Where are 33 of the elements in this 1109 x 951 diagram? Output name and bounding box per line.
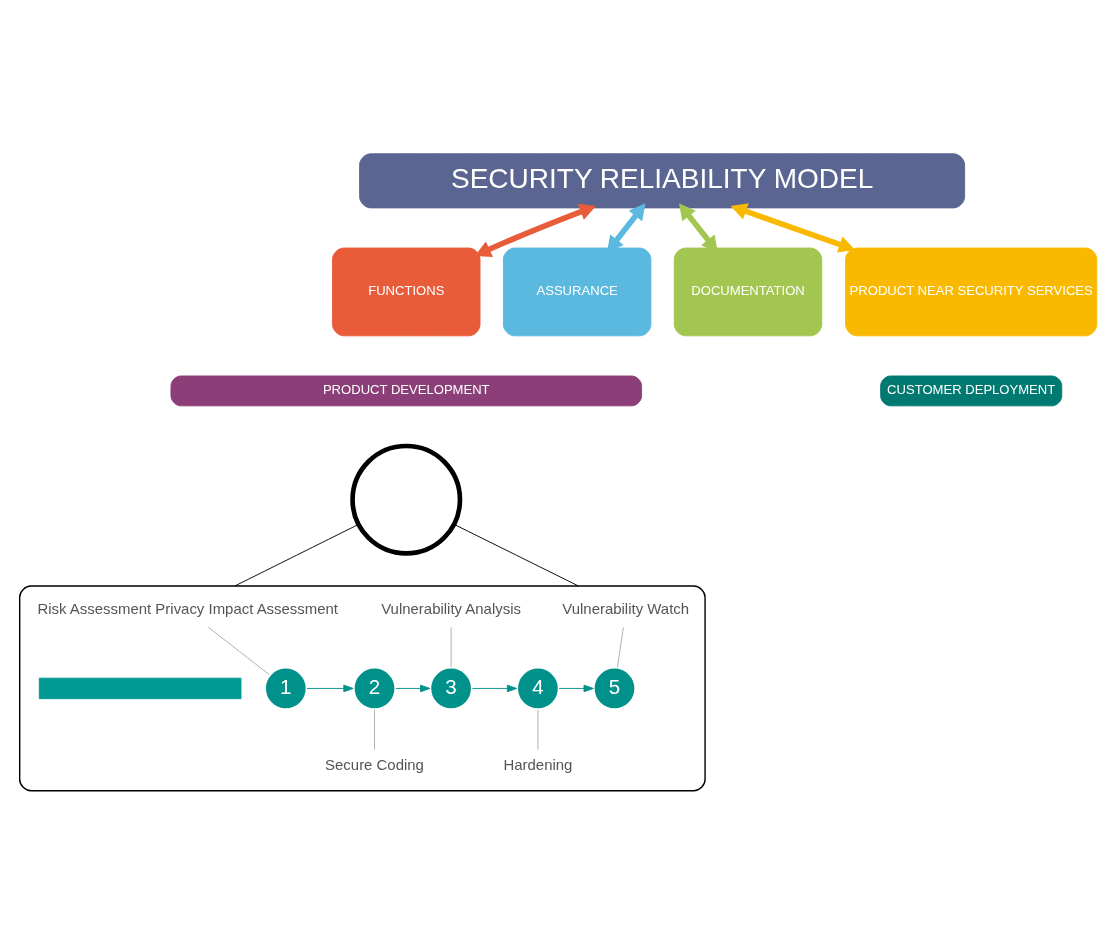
node-text: Hardening [503, 755, 573, 773]
connector [453, 523, 580, 587]
node-box: SECURITY RELIABILITY MODEL [359, 152, 966, 208]
node-box: PRODUCT NEAR SECURITY SERVICES [845, 247, 1098, 336]
node-circle: 1 [263, 665, 309, 711]
node-circle: 4 [515, 665, 561, 711]
node-circle: 2 [351, 665, 398, 711]
node-text: Risk Assessment Privacy Impact Assessment [37, 599, 339, 617]
node-text: Vulnerability Analysis [381, 599, 521, 617]
node-box: DOCUMENTATION [673, 247, 823, 336]
connector [537, 708, 539, 750]
node-bar [38, 677, 242, 699]
connector [450, 626, 452, 668]
arrow [395, 684, 431, 692]
arrow [474, 203, 597, 257]
node-circle [350, 443, 463, 556]
arrow [558, 684, 594, 692]
connector [374, 708, 375, 750]
arrow [472, 684, 518, 692]
connector [207, 626, 270, 675]
node-text: Vulnerability Watch [562, 599, 690, 617]
node-box: CUSTOMER DEPLOYMENT [880, 375, 1063, 406]
arrow [306, 684, 354, 692]
node-circle: 5 [591, 665, 638, 711]
cluster [19, 584, 706, 791]
node-circle: 3 [428, 665, 474, 711]
node-box: PRODUCT DEVELOPMENT [170, 375, 643, 406]
connector [617, 626, 624, 668]
node-box: ASSURANCE [502, 247, 652, 336]
node-text: Secure Coding [325, 755, 424, 773]
node-box: FUNCTIONS [332, 247, 481, 336]
arrow [730, 202, 856, 253]
connector [234, 523, 359, 587]
